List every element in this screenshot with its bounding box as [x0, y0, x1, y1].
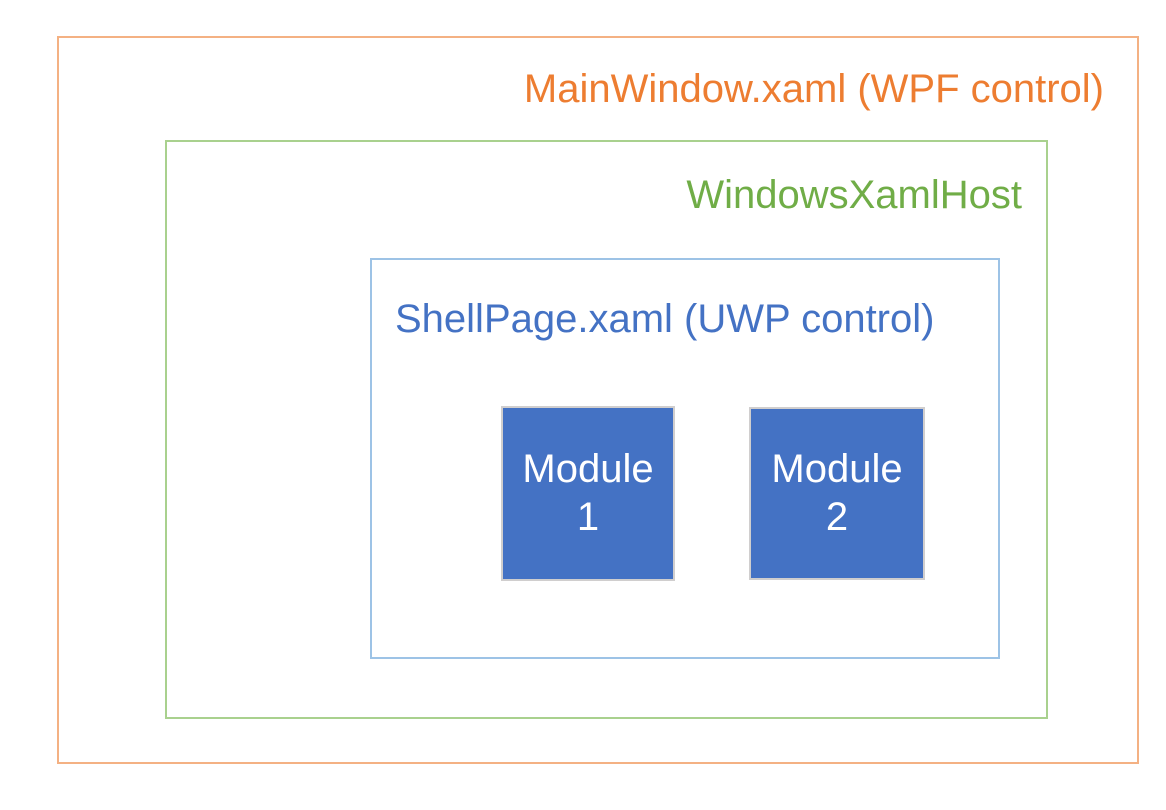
module-1-label: Module 1 [522, 447, 654, 539]
mainwindow-wpf-label: MainWindow.xaml (WPF control) [523, 67, 1104, 111]
windowsxamlhost-label: WindowsXamlHost [686, 173, 1022, 217]
shellpage-uwp-box [370, 258, 1000, 659]
windowsxamlhost-box [165, 140, 1048, 719]
module-2-box: Module 2 [749, 407, 925, 580]
shellpage-uwp-label: ShellPage.xaml (UWP control) [395, 297, 935, 341]
module-2-label: Module 2 [771, 447, 903, 539]
module-1-box: Module 1 [501, 406, 675, 581]
mainwindow-wpf-box [57, 36, 1139, 764]
